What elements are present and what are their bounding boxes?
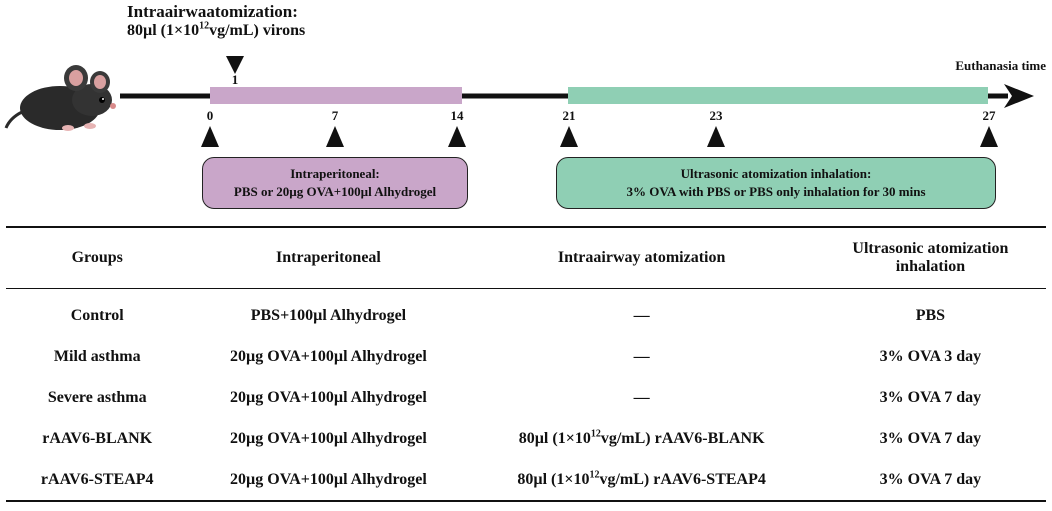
table-row: Severe asthma 20µg OVA+100µl Alhydrogel … [6, 377, 1046, 418]
day-label: 0 [206, 108, 214, 123]
day-label: 14 [450, 108, 464, 123]
day-marker-icon [326, 126, 344, 147]
phase1-bar [210, 87, 462, 104]
group-name: Control [70, 306, 124, 324]
intraperitoneal-box-title: Intraperitoneal: [290, 166, 380, 181]
table-row: rAAV6-STEAP4 20µg OVA+100µl Alhydrogel 8… [6, 459, 1046, 501]
ia-treatment: — [633, 388, 650, 406]
mouse-illustration [4, 65, 116, 131]
ip-treatment: 20µg OVA+100µl Alhydrogel [230, 347, 427, 365]
day-label: 23 [709, 108, 723, 123]
ultrasonic-box: Ultrasonic atomization inhalation: 3% OV… [556, 157, 996, 209]
phase2-bar [568, 87, 988, 104]
ip-treatment: PBS+100µl Alhydrogel [250, 306, 407, 324]
day-label: 21 [562, 108, 576, 123]
us-treatment: 3% OVA 7 day [879, 429, 982, 447]
ia-treatment: 80µl (1×1012vg/mL) rAAV6-STEAP4 [517, 469, 766, 488]
table-header-row: Groups Intraperitoneal Intraairway atomi… [6, 227, 1046, 289]
us-treatment: 3% OVA 7 day [879, 388, 982, 406]
day-label: 7 [331, 108, 339, 123]
group-name: Mild asthma [53, 347, 141, 365]
intraperitoneal-box: Intraperitoneal: PBS or 20µg OVA+100µl A… [202, 157, 468, 209]
us-treatment: 3% OVA 7 day [879, 470, 982, 488]
ip-treatment: 20µg OVA+100µl Alhydrogel [230, 429, 427, 447]
ia-treatment: — [633, 347, 650, 365]
header-intraperitoneal: Intraperitoneal [275, 249, 381, 266]
injection-title: Intraairwaatomization: [127, 2, 298, 21]
day-marker-icon [980, 126, 998, 147]
injection-day-label: 1 [231, 72, 239, 87]
euthanasia-label: Euthanasia time [955, 58, 1046, 73]
groups-table: Groups Intraperitoneal Intraairway atomi… [6, 226, 1046, 502]
ip-treatment: 20µg OVA+100µl Alhydrogel [230, 470, 427, 488]
table-row: rAAV6-BLANK 20µg OVA+100µl Alhydrogel 80… [6, 418, 1046, 459]
injection-marker-icon [226, 56, 244, 74]
ultrasonic-box-title: Ultrasonic atomization inhalation: [680, 166, 872, 181]
ip-treatment: 20µg OVA+100µl Alhydrogel [230, 388, 427, 406]
ia-treatment: 80µl (1×1012vg/mL) rAAV6-BLANK [518, 428, 765, 447]
header-ultrasonic: Ultrasonic atomization inhalation [852, 240, 1009, 275]
header-intraairway: Intraairway atomization [557, 249, 726, 266]
day-marker-icon [201, 126, 219, 147]
day-label: 27 [982, 108, 996, 123]
day-marker-icon [560, 126, 578, 147]
table-row: Mild asthma 20µg OVA+100µl Alhydrogel — … [6, 336, 1046, 377]
group-name: rAAV6-STEAP4 [40, 470, 154, 488]
group-name: Severe asthma [47, 388, 147, 406]
ia-treatment: — [633, 306, 650, 324]
us-treatment: 3% OVA 3 day [879, 347, 982, 365]
injection-dose: 80µl (1×1012vg/mL) virons [127, 20, 306, 39]
header-groups: Groups [71, 249, 123, 266]
us-treatment: PBS [915, 306, 946, 324]
day-markers [201, 126, 998, 147]
table-row: Control PBS+100µl Alhydrogel — PBS [6, 289, 1046, 337]
day-marker-icon [448, 126, 466, 147]
group-name: rAAV6-BLANK [42, 429, 153, 447]
intraperitoneal-box-detail: PBS or 20µg OVA+100µl Alhydrogel [233, 184, 437, 199]
timeline-arrow-icon [1004, 84, 1034, 108]
day-marker-icon [707, 126, 725, 147]
timeline [120, 56, 1034, 147]
ultrasonic-box-detail: 3% OVA with PBS or PBS only inhalation f… [626, 184, 926, 199]
